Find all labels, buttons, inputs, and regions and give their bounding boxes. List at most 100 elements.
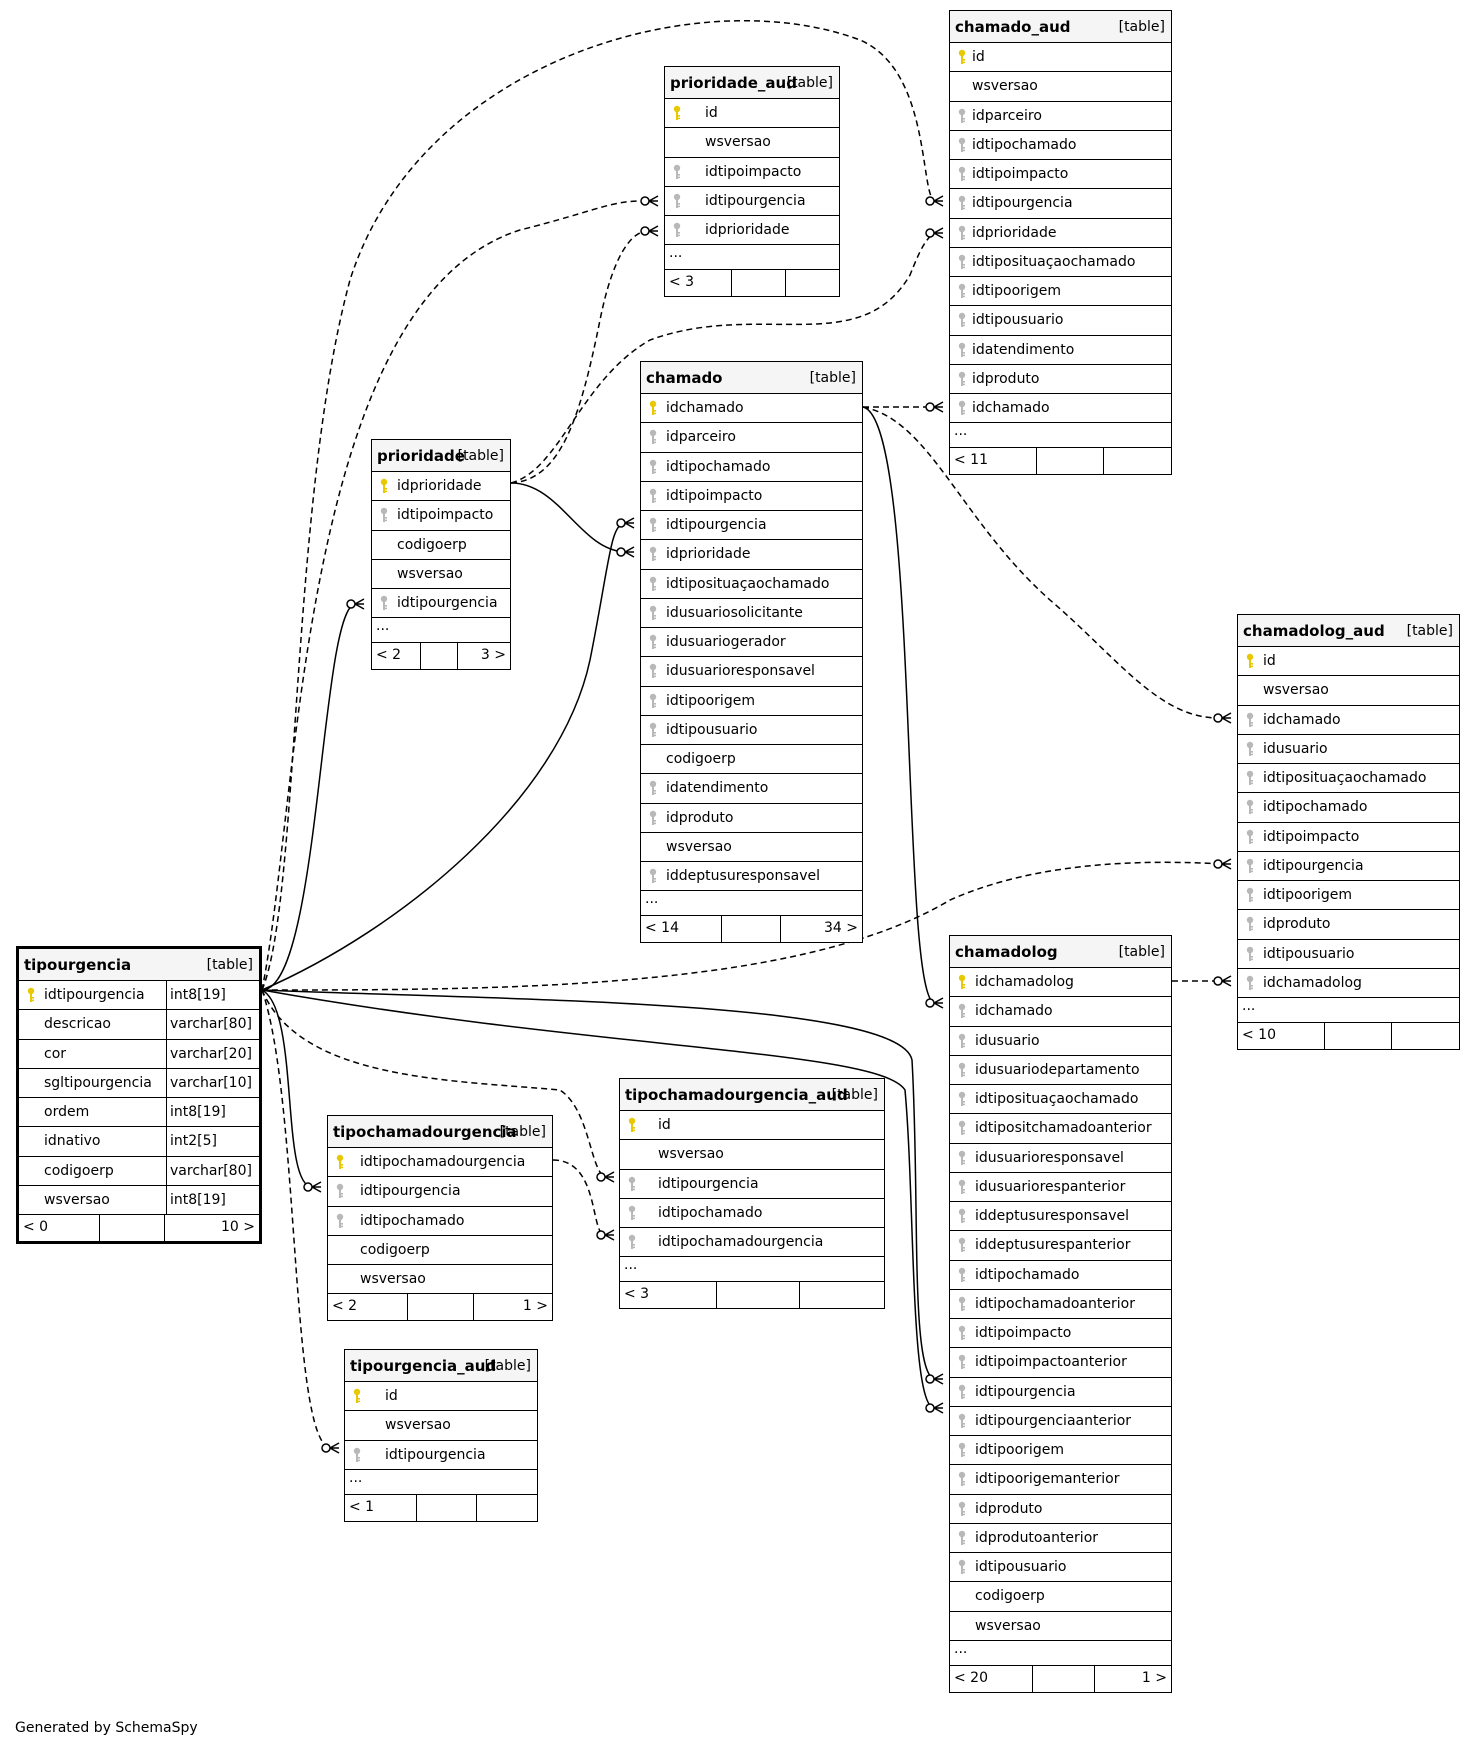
column-row-idtipochamado[interactable]: idtipochamado (328, 1207, 552, 1236)
column-row-idtipochamado[interactable]: idtipochamado (641, 453, 862, 482)
column-row-idusuariogerador[interactable]: idusuariogerador (641, 628, 862, 658)
table-header[interactable]: chamadolog[table] (950, 936, 1171, 968)
column-row-idtiposituaaochamado[interactable]: idtiposituaçaochamado (1238, 764, 1459, 794)
column-row-idproduto[interactable]: idproduto (1238, 910, 1459, 940)
column-row-idtipourgencia[interactable]: idtipourgencia (950, 1378, 1171, 1407)
column-row-idtipoimpacto[interactable]: idtipoimpacto (665, 158, 839, 187)
column-row-idtipochamado[interactable]: idtipochamado (620, 1199, 884, 1228)
column-row-wsversao[interactable]: wsversao (665, 128, 839, 158)
column-row-codigoerp[interactable]: codigoerp (328, 1236, 552, 1265)
table-header[interactable]: chamadolog_aud[table] (1238, 615, 1459, 647)
column-row-id[interactable]: id (1238, 647, 1459, 677)
column-row-idtipousuario[interactable]: idtipousuario (641, 716, 862, 745)
table-header[interactable]: prioridade_aud[table] (665, 67, 839, 99)
column-row-wsversao[interactable]: wsversao (641, 833, 862, 862)
column-row-iddeptusuresponsavel[interactable]: iddeptusuresponsavel (641, 862, 862, 892)
column-row-idusuarioresponsavel[interactable]: idusuarioresponsavel (641, 657, 862, 687)
column-row-idproduto[interactable]: idproduto (950, 1495, 1171, 1524)
column-row-idtipoorigem[interactable]: idtipoorigem (950, 1436, 1171, 1466)
column-row-idtipochamadourgencia[interactable]: idtipochamadourgencia (620, 1228, 884, 1258)
column-row-idtipourgencia[interactable]: idtipourgencia (345, 1441, 537, 1470)
column-row-idprioridade[interactable]: idprioridade (372, 472, 510, 502)
table-header[interactable]: tipochamadourgencia[table] (328, 1116, 552, 1148)
column-row-idtipositchamadoanterior[interactable]: idtipositchamadoanterior (950, 1114, 1171, 1144)
column-row-idtipoorigem[interactable]: idtipoorigem (950, 277, 1171, 307)
column-row-idtipoorigemanterior[interactable]: idtipoorigemanterior (950, 1465, 1171, 1495)
column-row-idproduto[interactable]: idproduto (641, 804, 862, 833)
column-row-idchamado[interactable]: idchamado (1238, 706, 1459, 735)
column-row-idtipousuario[interactable]: idtipousuario (1238, 940, 1459, 969)
column-row-idusuariodepartamento[interactable]: idusuariodepartamento (950, 1056, 1171, 1085)
column-row-id[interactable]: id (950, 43, 1171, 73)
column-row-wsversao[interactable]: wsversao (372, 560, 510, 589)
column-row-idtipourgencia[interactable]: idtipourgencia (950, 189, 1171, 219)
column-row-idprodutoanterior[interactable]: idprodutoanterior (950, 1524, 1171, 1553)
column-row-idtiposituaaochamado[interactable]: idtiposituaçaochamado (950, 1085, 1171, 1115)
column-row-wsversao[interactable]: wsversao (620, 1140, 884, 1170)
column-row-wsversao[interactable]: wsversao (950, 72, 1171, 102)
column-row-idtipourgencia[interactable]: idtipourgencia (1238, 852, 1459, 881)
column-row-codigoerp[interactable]: codigoerp (950, 1582, 1171, 1612)
column-row-idtipourgencia[interactable]: idtipourgencia (372, 589, 510, 619)
column-row-idusuario[interactable]: idusuario (1238, 735, 1459, 764)
column-row-idtipochamadourgencia[interactable]: idtipochamadourgencia (328, 1148, 552, 1178)
table-header[interactable]: prioridade[table] (372, 440, 510, 472)
column-row-idtipoorigem[interactable]: idtipoorigem (1238, 881, 1459, 911)
column-row-idusuarioresponsavel[interactable]: idusuarioresponsavel (950, 1144, 1171, 1173)
column-row-idprioridade[interactable]: idprioridade (641, 540, 862, 570)
column-row-id[interactable]: id (345, 1382, 537, 1412)
column-row-idusuariorespanterior[interactable]: idusuariorespanterior (950, 1173, 1171, 1202)
column-row-idtipourgenciaanterior[interactable]: idtipourgenciaanterior (950, 1407, 1171, 1436)
column-row-idproduto[interactable]: idproduto (950, 365, 1171, 394)
table-header[interactable]: tipourgencia_aud[table] (345, 1350, 537, 1382)
column-row-idtipoimpacto[interactable]: idtipoimpacto (372, 501, 510, 531)
column-row-idtipoimpacto[interactable]: idtipoimpacto (1238, 823, 1459, 852)
column-row-wsversao[interactable]: wsversao (328, 1265, 552, 1295)
table-header[interactable]: tipourgencia[table] (19, 949, 259, 981)
column-row-idtipourgencia[interactable]: idtipourgencia (641, 511, 862, 541)
column-row-idtipoimpactoanterior[interactable]: idtipoimpactoanterior (950, 1348, 1171, 1378)
column-row-idchamadolog[interactable]: idchamadolog (1238, 969, 1459, 998)
table-header[interactable]: tipochamadourgencia_aud[table] (620, 1079, 884, 1111)
column-row-idtipoimpacto[interactable]: idtipoimpacto (950, 1319, 1171, 1349)
column-row-idchamado[interactable]: idchamado (950, 394, 1171, 424)
column-row-idtipousuario[interactable]: idtipousuario (950, 1553, 1171, 1583)
column-row-id[interactable]: id (620, 1111, 884, 1141)
column-row-idusuario[interactable]: idusuario (950, 1027, 1171, 1056)
column-row-idtipochamadoanterior[interactable]: idtipochamadoanterior (950, 1290, 1171, 1319)
column-row-idtipoimpacto[interactable]: idtipoimpacto (641, 482, 862, 511)
column-row-iddeptusurespanterior[interactable]: iddeptusurespanterior (950, 1231, 1171, 1261)
table-header[interactable]: chamado[table] (641, 362, 862, 394)
column-row-wsversao[interactable]: wsversao (345, 1411, 537, 1441)
column-row-codigoerp[interactable]: codigoerp (372, 531, 510, 560)
column-row-idtiposituaaochamado[interactable]: idtiposituaçaochamado (641, 570, 862, 599)
column-row-idparceiro[interactable]: idparceiro (950, 102, 1171, 131)
column-row-idatendimento[interactable]: idatendimento (641, 774, 862, 804)
column-row-idchamado[interactable]: idchamado (950, 997, 1171, 1027)
column-row-idparceiro[interactable]: idparceiro (641, 423, 862, 453)
column-row-idchamado[interactable]: idchamado (641, 394, 862, 424)
column-row-idtipoimpacto[interactable]: idtipoimpacto (950, 160, 1171, 190)
column-row-idchamadolog[interactable]: idchamadolog (950, 968, 1171, 998)
table-tipochamadourgencia[interactable]: tipochamadourgencia[table]idtipochamadou… (327, 1115, 553, 1322)
column-row-id[interactable]: id (665, 99, 839, 129)
column-row-idprioridade[interactable]: idprioridade (665, 216, 839, 246)
column-row-idtipourgencia[interactable]: idtipourgencia (665, 187, 839, 216)
